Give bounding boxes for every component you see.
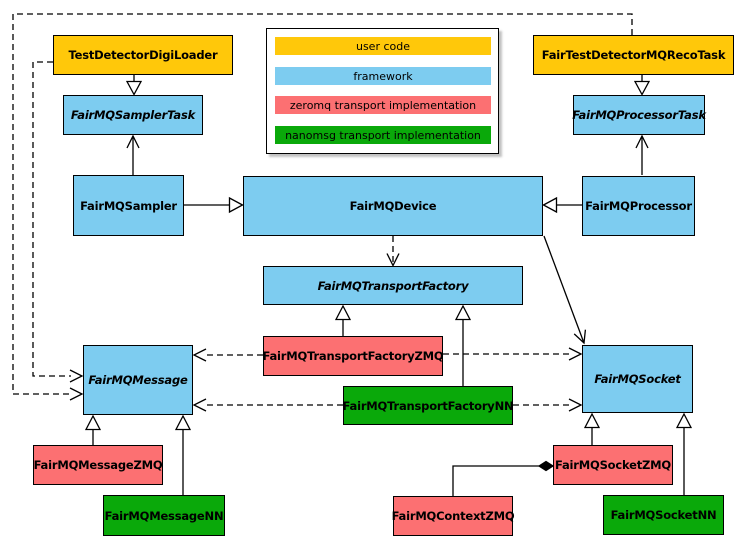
edge-assoc-sampler-samplertask	[126, 134, 140, 175]
node-fairmqsocketnn: FairMQSocketNN	[603, 495, 724, 535]
edge-dep-factoryzmq-message	[192, 348, 263, 362]
edge-assoc-device-socket	[543, 235, 587, 345]
legend-label-nanomsg: nanomsg transport implementation	[285, 128, 481, 142]
legend: user code framework zeromq transport imp…	[266, 28, 499, 154]
edge-dep-digiloader-message	[32, 61, 84, 383]
edge-inherit-digiloader-samplertask	[125, 75, 143, 96]
node-fairmqsamplertask: FairMQSamplerTask	[63, 95, 203, 135]
node-fairmqprocessor: FairMQProcessor	[582, 176, 695, 236]
node-fairmqcontextzmq: FairMQContextZMQ	[392, 496, 515, 536]
edge-inherit-sampler-device	[184, 196, 244, 214]
node-fairmqdevice: FairMQDevice	[243, 176, 543, 236]
edge-inherit-messagezmq-message	[84, 414, 102, 445]
edge-dep-factoryzmq-socket	[443, 347, 583, 361]
edge-inherit-messagenn-message	[174, 414, 192, 495]
node-fairmqmessage: FairMQMessage	[83, 345, 193, 415]
legend-swatch-nanomsg: nanomsg transport implementation	[275, 126, 491, 144]
node-fairtestdetectormqrecotask: FairTestDetectorMQRecoTask	[533, 35, 734, 75]
legend-swatch-user-code: user code	[275, 37, 491, 55]
node-fairmqtransportfactoryzmq: FairMQTransportFactoryZMQ	[263, 336, 444, 376]
node-fairmqtransportfactorynn: FairMQTransportFactoryNN	[343, 386, 514, 425]
node-fairmqtransportfactory: FairMQTransportFactory	[263, 266, 523, 305]
node-fairmqmessagezmq: FairMQMessageZMQ	[33, 445, 163, 485]
node-fairmqsocket: FairMQSocket	[582, 345, 693, 413]
legend-label-framework: framework	[353, 69, 413, 83]
edge-dep-device-factory	[386, 236, 400, 267]
edge-inherit-socketzmq-socket	[583, 412, 601, 445]
node-fairmqmessagenn: FairMQMessageNN	[103, 495, 225, 536]
edge-inherit-factorynn-factory	[454, 304, 472, 386]
legend-swatch-zeromq: zeromq transport implementation	[275, 96, 491, 114]
legend-swatch-framework: framework	[275, 67, 491, 85]
node-fairmqsampler: FairMQSampler	[73, 175, 184, 236]
edge-inherit-processor-device	[542, 196, 582, 214]
node-fairmqprocessortask: FairMQProcessorTask	[572, 95, 706, 135]
edge-dep-recotask-message	[12, 13, 633, 401]
edge-assoc-processor-processortask	[635, 134, 649, 175]
legend-label-user-code: user code	[355, 39, 411, 53]
edge-inherit-recotask-processortask	[633, 75, 651, 96]
edge-comp-contextzmq-socketzmq	[452, 460, 555, 496]
edge-dep-factorynn-socket	[513, 398, 583, 412]
edge-dep-factorynn-message	[192, 398, 343, 412]
node-testdetectordigiloader: TestDetectorDigiLoader	[53, 35, 233, 75]
legend-label-zeromq: zeromq transport implementation	[289, 98, 477, 112]
edge-inherit-factoryzmq-factory	[334, 304, 352, 336]
edge-inherit-socketnn-socket	[675, 412, 693, 495]
node-fairmqsocketzmq: FairMQSocketZMQ	[553, 445, 673, 485]
